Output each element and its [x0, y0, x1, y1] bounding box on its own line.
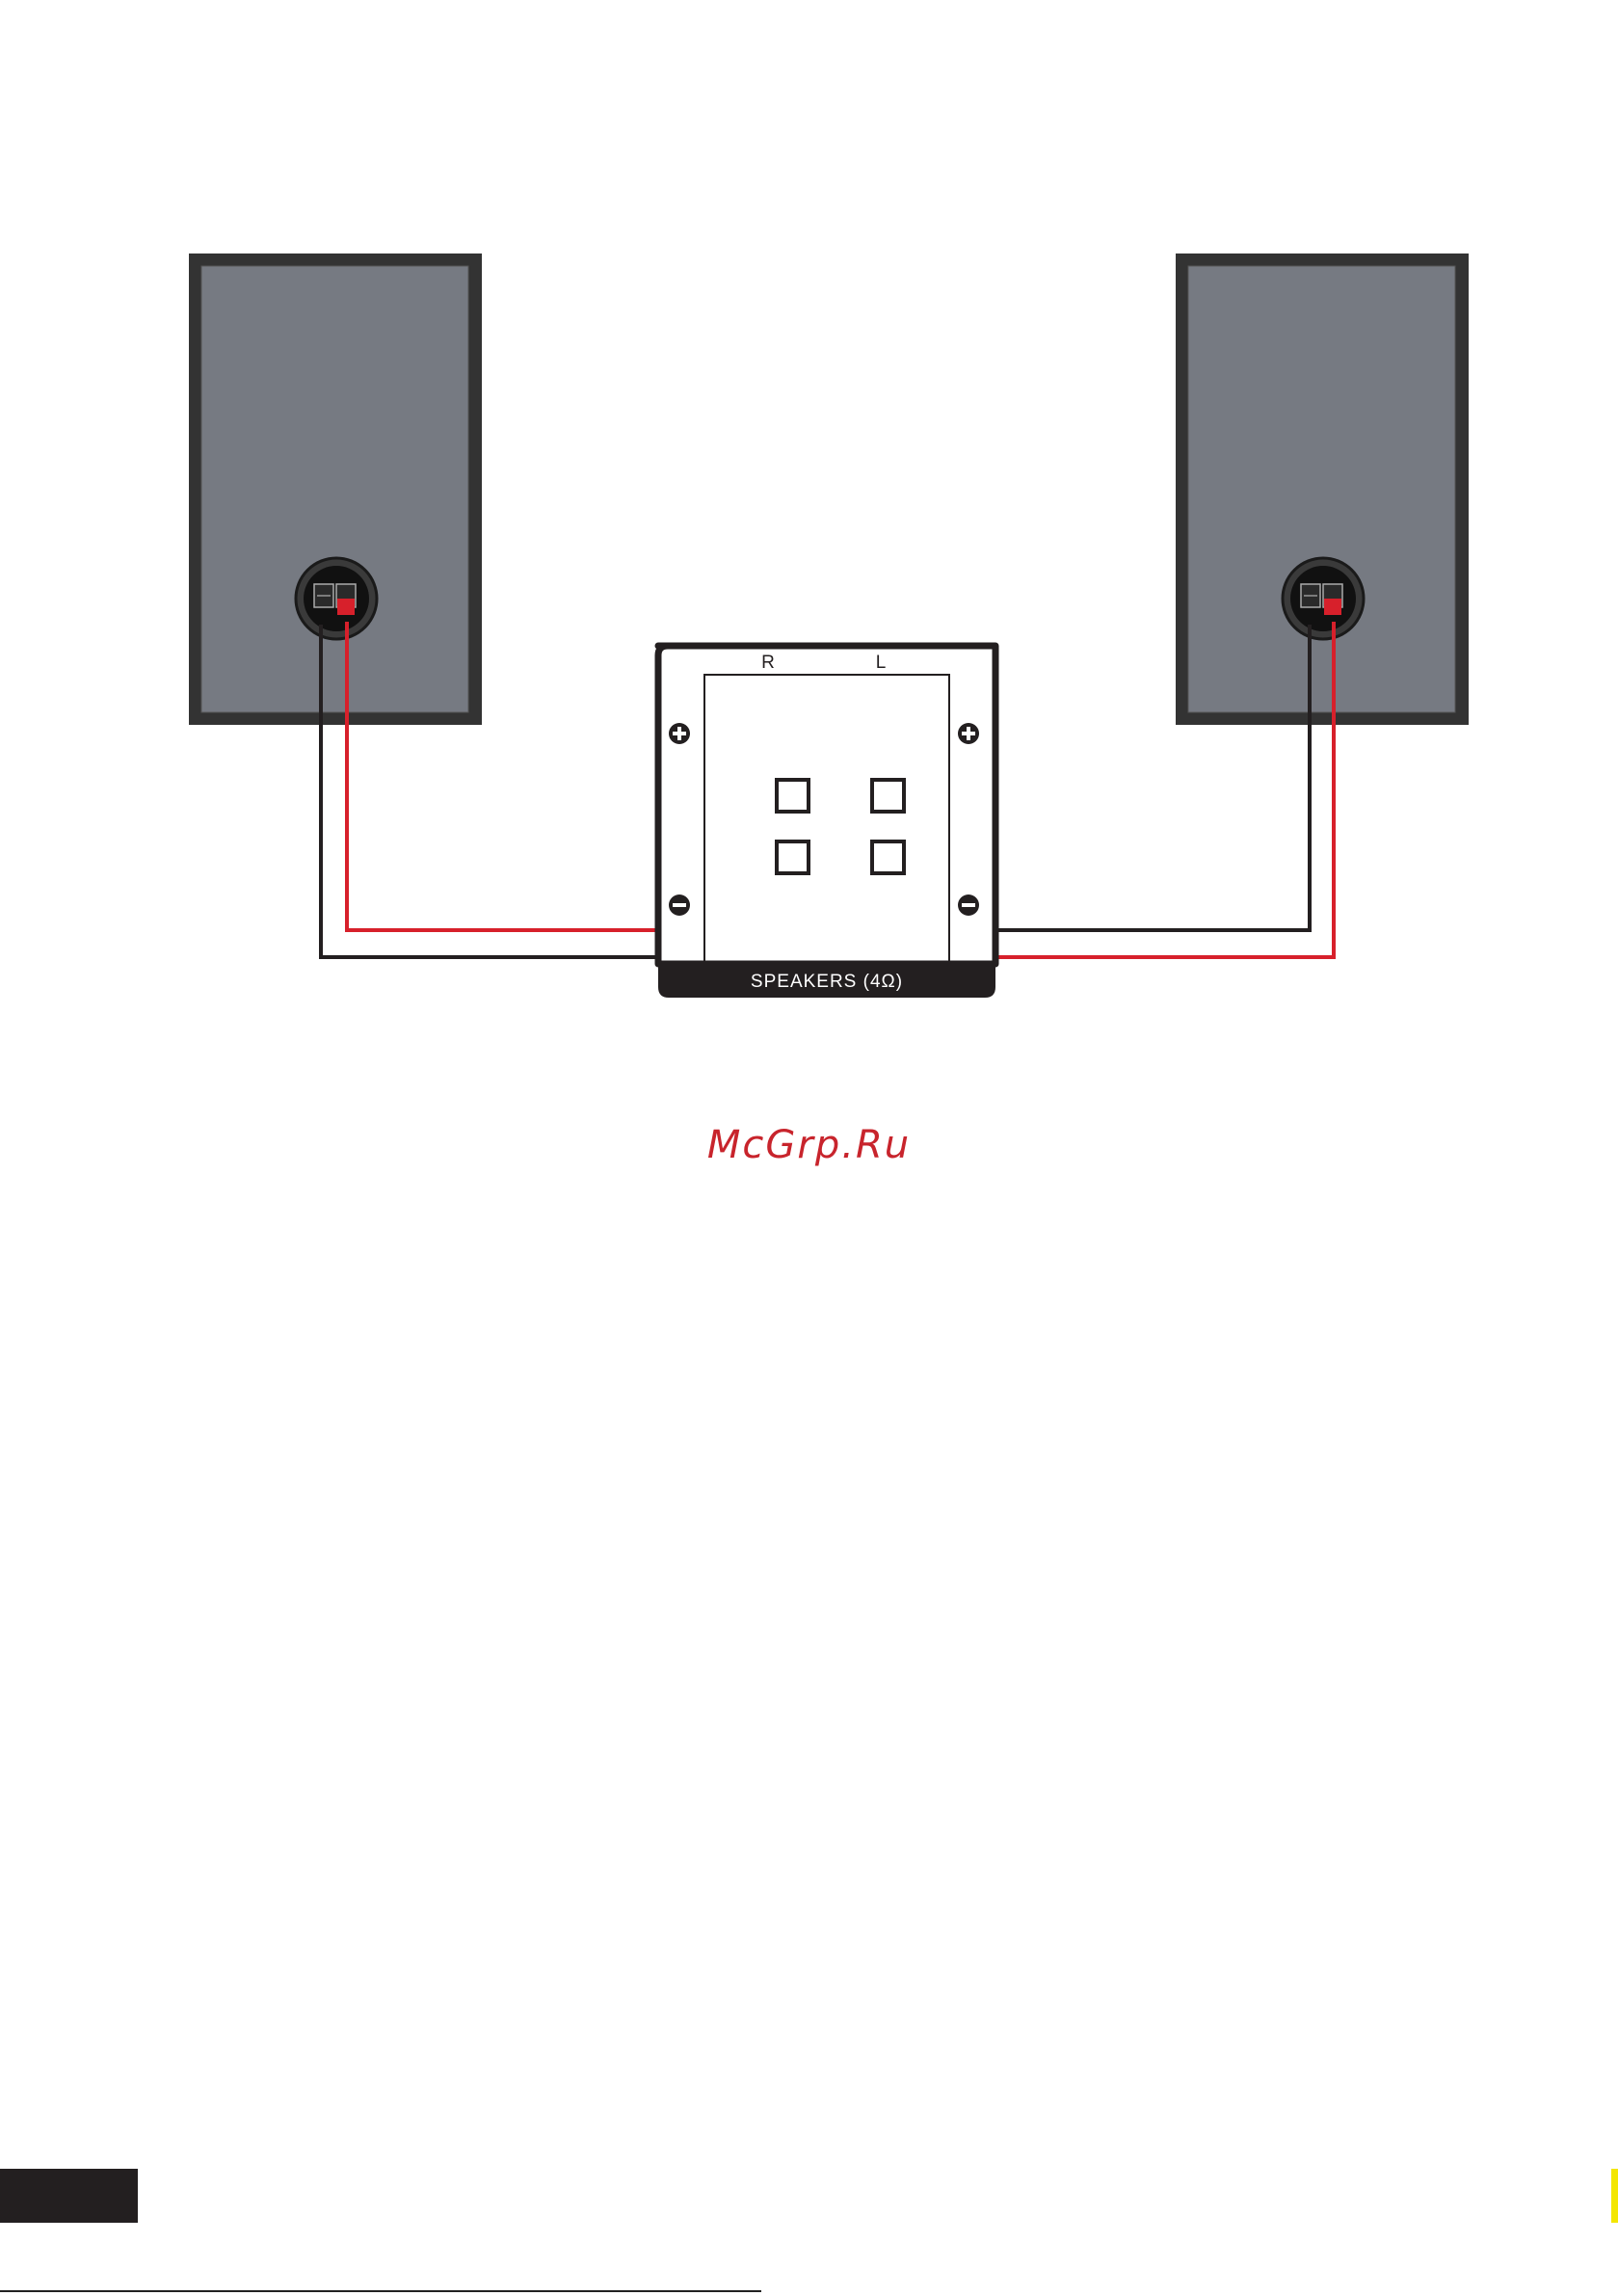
minus-icon-left: [669, 894, 690, 916]
plus-icon-right: [958, 723, 979, 744]
speaker-right: [189, 254, 482, 725]
page-number-tab: [0, 2169, 138, 2223]
terminal-r-positive: [777, 780, 809, 812]
channel-label-l: L: [876, 653, 887, 673]
terminal-l-positive: [872, 780, 904, 812]
channel-label-r: R: [761, 653, 775, 673]
watermark: McGrp.Ru: [0, 1123, 1618, 1167]
terminal-r-negative: [777, 841, 809, 873]
speaker-terminal-cup-right: [296, 558, 377, 639]
speaker-terminal-cup-left: [1283, 558, 1364, 639]
panel-caption: SPEAKERS (4Ω): [751, 972, 903, 992]
minus-icon-right: [958, 894, 979, 916]
edge-color-mark: [1611, 2169, 1618, 2223]
bottom-rule: [0, 2290, 761, 2292]
speaker-output-panel: R L SPEAKERS (4Ω): [658, 646, 995, 998]
terminal-l-negative: [872, 841, 904, 873]
speaker-left: [1176, 254, 1469, 725]
plus-icon-left: [669, 723, 690, 744]
